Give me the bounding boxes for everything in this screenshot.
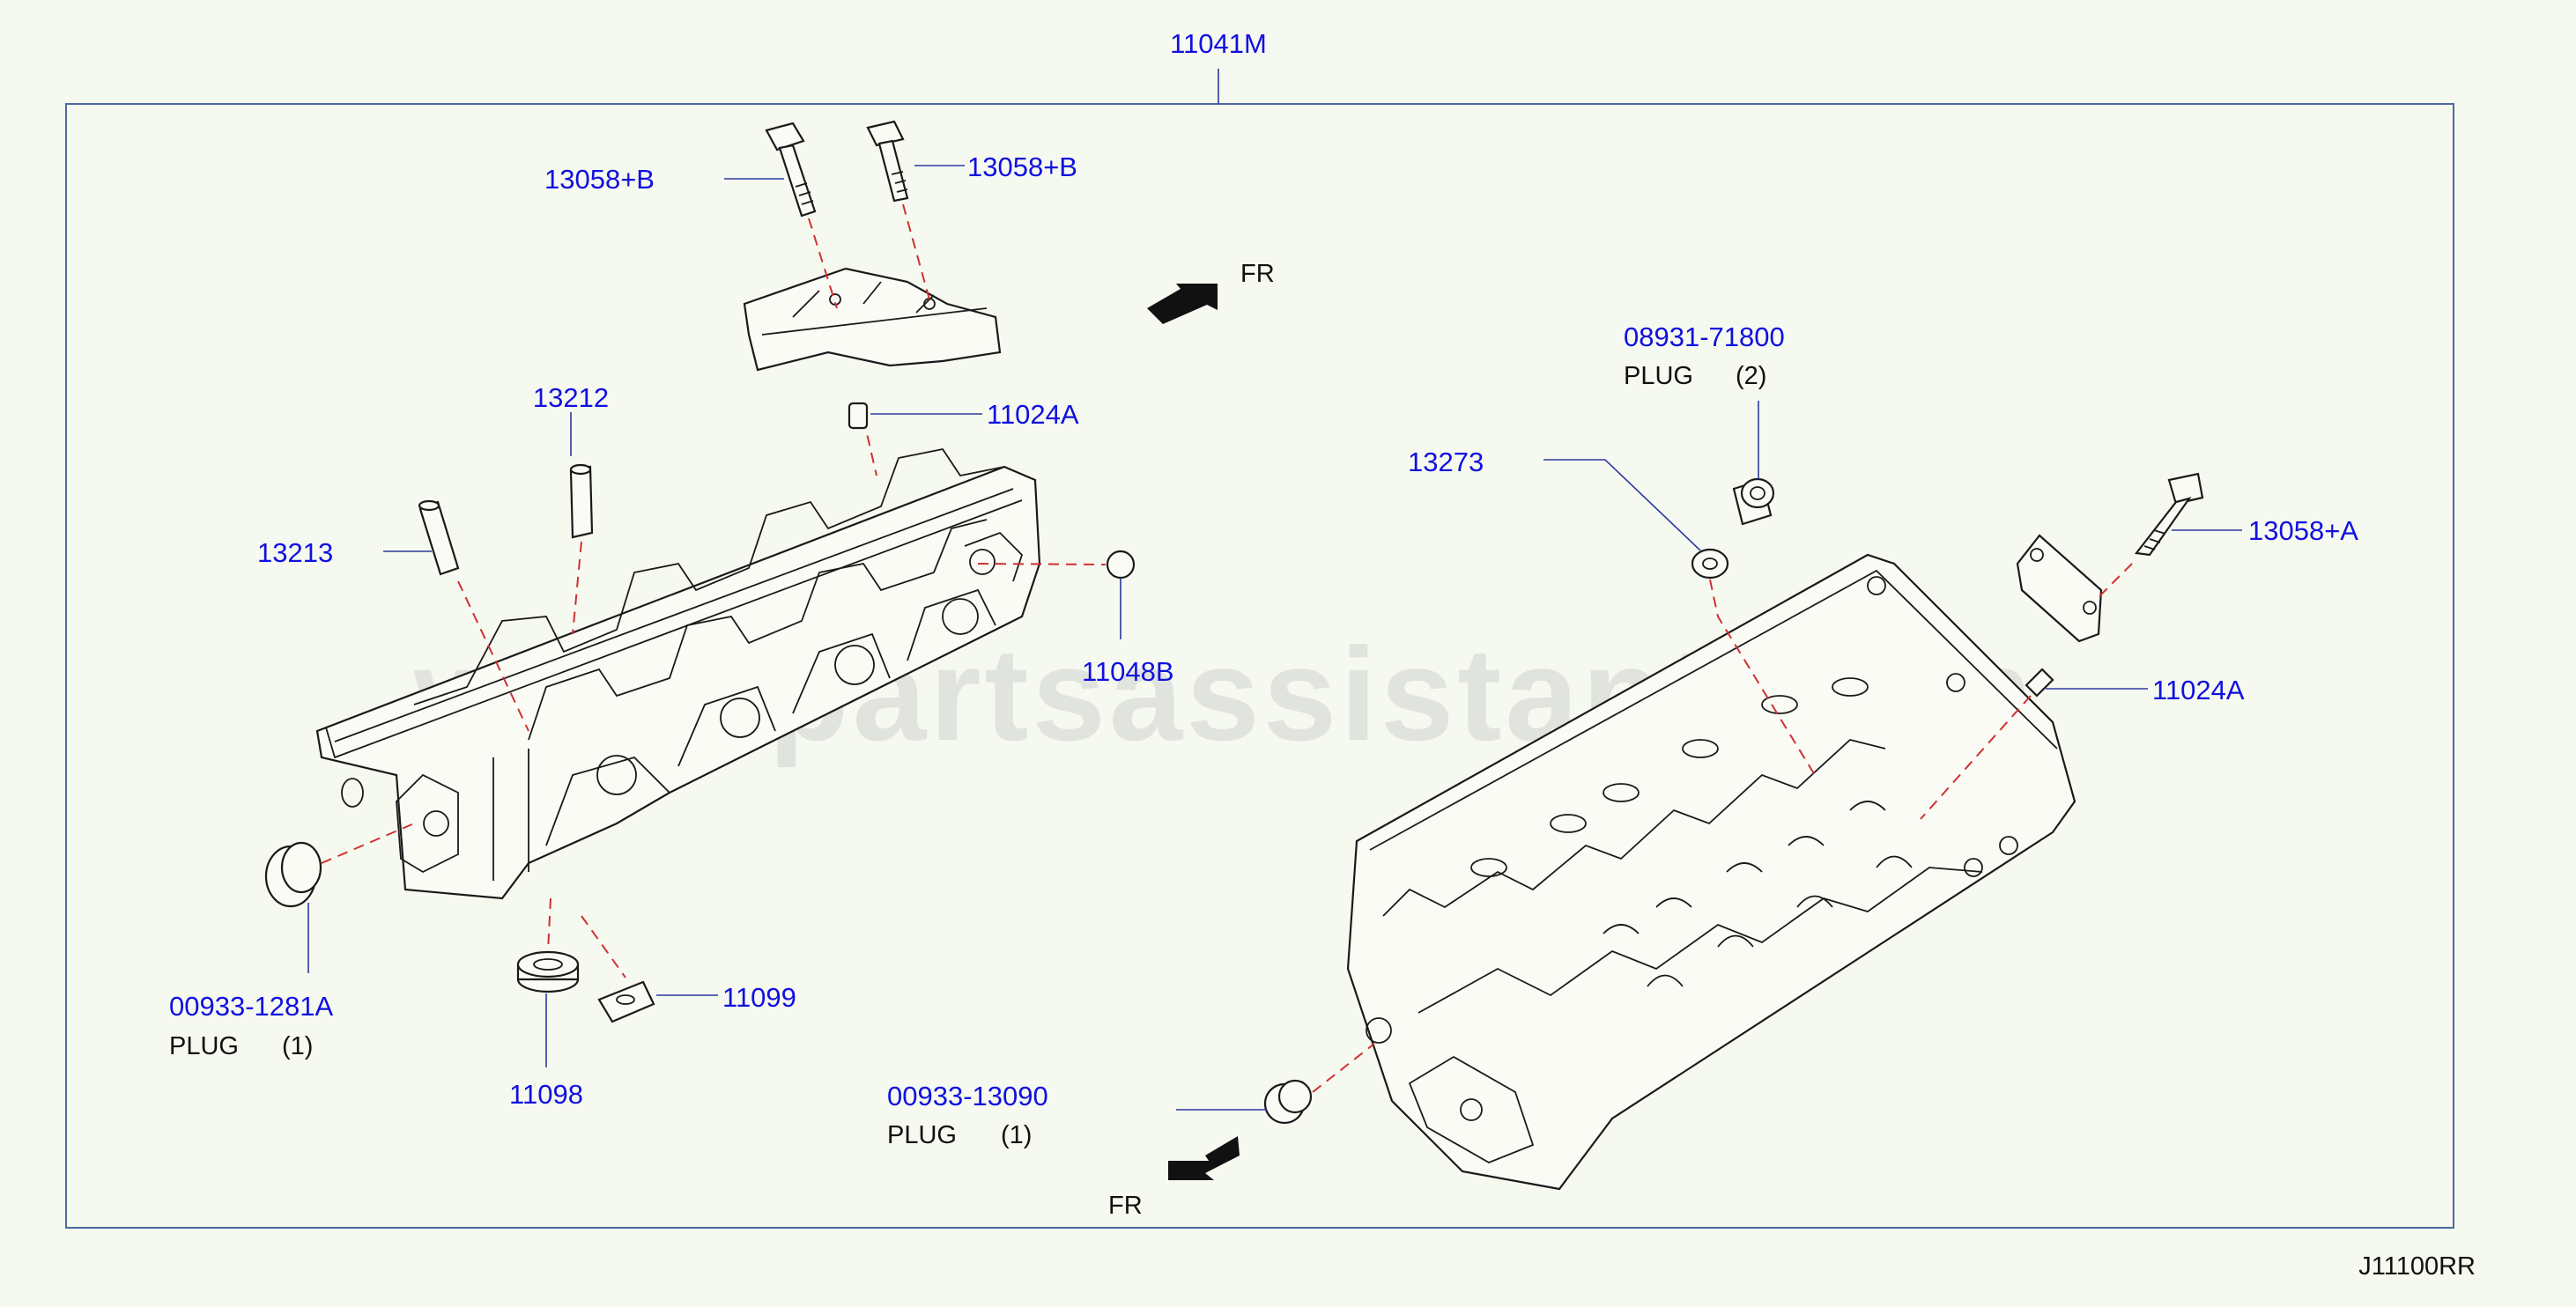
bolt-13058a <box>2134 472 2204 557</box>
guide-13213 <box>418 499 460 576</box>
plug-right-qty: (2) <box>1736 362 1766 390</box>
plug-right-desc: PLUG <box>1624 362 1693 390</box>
callout-00933-1281a[interactable]: 00933-1281A <box>169 991 333 1022</box>
plug-00933-13090 <box>1263 1079 1313 1125</box>
plug-left-desc: PLUG <box>169 1032 239 1060</box>
plug-bottom-desc: PLUG <box>887 1121 957 1149</box>
plug-00933-1281a <box>264 841 322 908</box>
fr-arrow-top <box>1147 284 1218 324</box>
callout-11099[interactable]: 11099 <box>722 982 796 1013</box>
callout-13273[interactable]: 13273 <box>1408 447 1484 477</box>
direction-label-top: FR <box>1240 260 1275 288</box>
callout-00933-13090[interactable]: 00933-13090 <box>887 1081 1048 1111</box>
plug-08931-71800 <box>1732 477 1775 526</box>
callout-11024a-right[interactable]: 11024A <box>2152 675 2245 705</box>
callout-11098[interactable]: 11098 <box>509 1079 583 1110</box>
callout-11048b[interactable]: 11048B <box>1082 656 1174 687</box>
figure-code: J11100RR <box>2358 1252 2476 1281</box>
callout-13058b-left[interactable]: 13058+B <box>544 164 655 195</box>
direction-label-bottom: FR <box>1108 1192 1143 1220</box>
callout-13213[interactable]: 13213 <box>257 537 333 568</box>
bolt-13058b-left <box>765 122 817 218</box>
bearing-cap-right <box>2016 534 2103 643</box>
callout-13212[interactable]: 13212 <box>533 382 609 413</box>
guide-13212 <box>569 463 594 539</box>
callout-13058b-right[interactable]: 13058+B <box>967 151 1077 182</box>
assembly-label[interactable]: 11041M <box>1170 28 1267 59</box>
seal-11099 <box>597 980 655 1023</box>
bolt-13058b-right <box>866 120 909 203</box>
assembly-frame <box>65 103 2454 1229</box>
right-cylinder-head <box>1346 553 2076 1191</box>
callout-11024a-top[interactable]: 11024A <box>987 399 1079 430</box>
callout-08931-71800[interactable]: 08931-71800 <box>1624 321 1785 352</box>
plug-bottom-qty: (1) <box>1001 1121 1032 1149</box>
plug-11048b <box>1106 550 1136 580</box>
seal-11098 <box>516 950 580 993</box>
plug-left-qty: (1) <box>282 1032 313 1060</box>
bearing-cap-top <box>743 267 1002 372</box>
dowel-11024a-top <box>848 402 869 430</box>
dowel-11024a-right <box>2025 668 2054 698</box>
left-cylinder-head <box>315 447 1041 900</box>
callout-13058a[interactable]: 13058+A <box>2248 515 2358 546</box>
washer-13273 <box>1691 548 1729 580</box>
fr-arrow-bottom <box>1168 1136 1240 1180</box>
